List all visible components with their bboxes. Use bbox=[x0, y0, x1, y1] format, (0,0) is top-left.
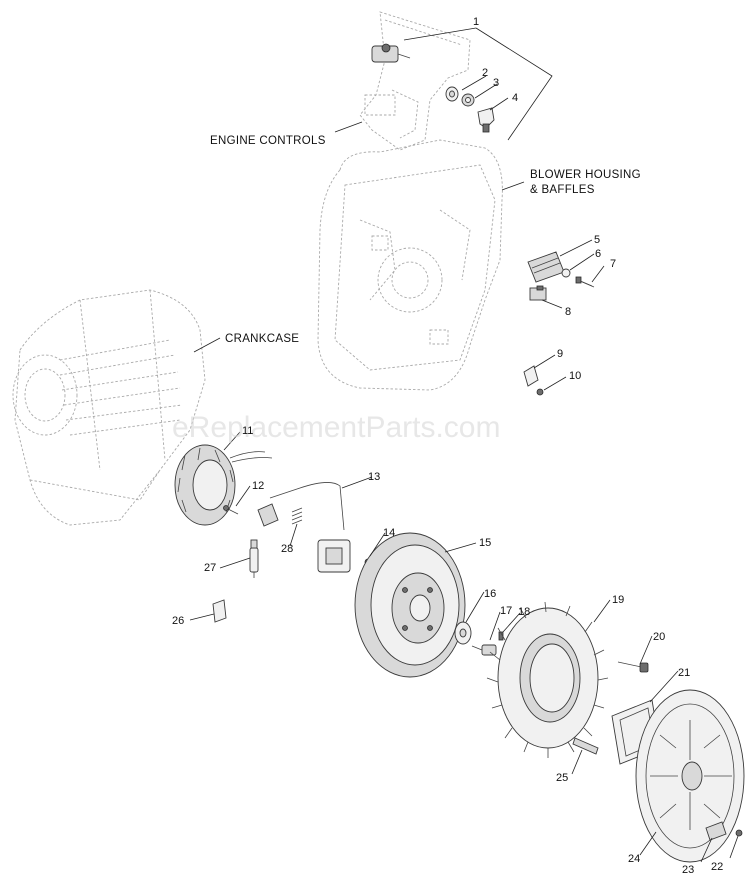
label-engine-controls: ENGINE CONTROLS bbox=[210, 135, 326, 147]
callout-17: 17 bbox=[500, 605, 512, 617]
callout-7: 7 bbox=[610, 258, 616, 270]
part-19-fan bbox=[486, 601, 609, 758]
part-20-screw bbox=[617, 661, 649, 673]
callout-16: 16 bbox=[484, 588, 496, 600]
callout-3: 3 bbox=[493, 77, 499, 89]
callout-23: 23 bbox=[682, 864, 694, 876]
callout-12: 12 bbox=[252, 480, 264, 492]
part-17-flywheel-screw bbox=[471, 644, 497, 656]
part-6-washer bbox=[561, 268, 571, 278]
crankcase-assembly bbox=[12, 289, 206, 526]
label-blower-housing-line1: BLOWER HOUSING bbox=[530, 169, 641, 181]
callout-13: 13 bbox=[368, 471, 380, 483]
callout-numbers: 1 2 3 4 5 6 7 8 9 10 11 12 13 14 15 16 1… bbox=[172, 16, 723, 876]
callout-19: 19 bbox=[612, 594, 624, 606]
callout-15: 15 bbox=[479, 537, 491, 549]
part-25-pin bbox=[572, 737, 599, 755]
part-8-connector bbox=[529, 285, 547, 301]
blower-housing-assembly bbox=[317, 139, 503, 391]
callout-20: 20 bbox=[653, 631, 665, 643]
part-16-washer bbox=[454, 621, 472, 645]
part-22-screw bbox=[735, 829, 743, 837]
label-blower-housing-line2: & BAFFLES bbox=[530, 184, 595, 196]
callout-4: 4 bbox=[512, 92, 518, 104]
part-24-grille bbox=[635, 689, 745, 863]
part-26-bracket bbox=[212, 599, 227, 623]
callout-25: 25 bbox=[556, 772, 568, 784]
part-3-nut bbox=[461, 93, 475, 107]
callout-22: 22 bbox=[711, 861, 723, 873]
engine-controls-assembly bbox=[359, 11, 471, 151]
part-11-stator bbox=[174, 444, 273, 526]
part-12-screw bbox=[223, 505, 239, 515]
part-28-spring bbox=[291, 507, 303, 525]
part-9-bracket bbox=[523, 365, 539, 387]
callout-27: 27 bbox=[204, 562, 216, 574]
callout-11: 11 bbox=[242, 425, 253, 437]
callout-1: 1 bbox=[473, 16, 479, 28]
part-15-flywheel bbox=[354, 532, 466, 678]
callout-28: 28 bbox=[281, 543, 293, 555]
callout-5: 5 bbox=[594, 234, 600, 246]
callout-14: 14 bbox=[383, 527, 395, 539]
callout-8: 8 bbox=[565, 306, 571, 318]
callout-6: 6 bbox=[595, 248, 601, 260]
callout-10: 10 bbox=[569, 370, 581, 382]
part-23-retainer bbox=[705, 821, 727, 841]
part-2-washer bbox=[445, 86, 459, 102]
callout-18: 18 bbox=[518, 606, 530, 618]
callout-9: 9 bbox=[557, 348, 563, 360]
part-7-screw bbox=[575, 276, 595, 288]
part-5-rectifier-regulator bbox=[527, 251, 565, 283]
part-10-screw bbox=[536, 388, 544, 396]
label-crankcase: CRANKCASE bbox=[225, 333, 299, 345]
callout-2: 2 bbox=[482, 67, 488, 79]
watermark-text: eReplacementParts.com bbox=[172, 411, 500, 444]
part-4-key bbox=[477, 107, 495, 133]
callout-24: 24 bbox=[628, 853, 640, 865]
leader-lines bbox=[189, 27, 739, 863]
callout-26: 26 bbox=[172, 615, 184, 627]
part-13-ignition-module bbox=[257, 482, 351, 573]
part-27-spark-plug bbox=[249, 539, 259, 578]
part-1-ignition-switch bbox=[371, 43, 411, 63]
callout-21: 21 bbox=[678, 667, 690, 679]
